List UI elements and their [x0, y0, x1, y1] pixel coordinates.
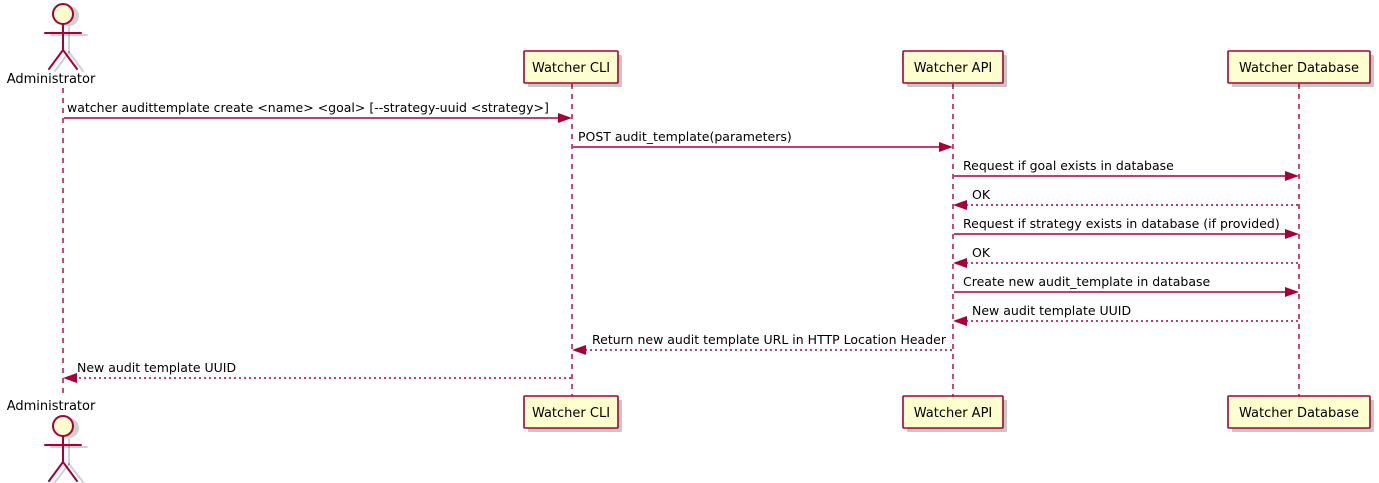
- message-5[interactable]: Request if strategy exists in database (…: [954, 216, 1299, 239]
- message-10[interactable]: New audit template UUID: [63, 360, 571, 383]
- participant-box-watcher-database-top[interactable]: Watcher Database: [1227, 50, 1374, 87]
- arrow-head-left: [953, 316, 967, 326]
- message-1[interactable]: watcher audittemplate create <name> <goa…: [64, 100, 572, 123]
- actor-head-icon: [52, 415, 74, 437]
- participant-box-watcher-database-bottom[interactable]: Watcher Database: [1227, 395, 1374, 432]
- participant-label-watcher-api: Watcher API: [914, 406, 993, 421]
- actor-administrator-bottom[interactable]: Administrator: [7, 399, 96, 483]
- message-7[interactable]: Create new audit_template in database: [954, 274, 1299, 297]
- lifelines-layer: [62, 84, 1300, 398]
- message-8[interactable]: New audit template UUID: [953, 303, 1298, 326]
- participant-label-watcher-api: Watcher API: [914, 61, 993, 76]
- arrow-head-left: [953, 200, 967, 210]
- message-label: New audit template UUID: [77, 360, 236, 375]
- message-label: OK: [972, 245, 991, 260]
- participant-box-watcher-api-bottom[interactable]: Watcher API: [902, 395, 1007, 432]
- message-4[interactable]: OK: [953, 187, 1298, 210]
- message-label: Create new audit_template in database: [963, 274, 1210, 289]
- message-label: POST audit_template(parameters): [578, 129, 792, 144]
- actor-right-leg-icon: [62, 461, 78, 482]
- message-2[interactable]: POST audit_template(parameters): [573, 129, 953, 152]
- actor-administrator-top[interactable]: Administrator: [7, 3, 96, 87]
- arrow-head-right: [939, 142, 953, 152]
- arrow-head-left: [953, 258, 967, 268]
- arrow-head-right: [558, 113, 572, 123]
- message-6[interactable]: OK: [953, 245, 1298, 268]
- message-label: Request if goal exists in database: [963, 158, 1174, 173]
- actor-label-administrator-bottom: Administrator: [7, 399, 96, 414]
- message-label: watcher audittemplate create <name> <goa…: [67, 100, 549, 115]
- message-3[interactable]: Request if goal exists in database: [954, 158, 1299, 181]
- actor-label-administrator-top: Administrator: [7, 72, 96, 87]
- actor-left-leg-icon: [48, 461, 64, 482]
- actor-head-icon: [52, 3, 74, 25]
- participant-label-watcher-database: Watcher Database: [1239, 406, 1359, 421]
- participant-label-watcher-database: Watcher Database: [1239, 61, 1359, 76]
- participant-box-watcher-cli-bottom[interactable]: Watcher CLI: [523, 395, 622, 432]
- message-9[interactable]: Return new audit template URL in HTTP Lo…: [572, 332, 952, 355]
- message-label: Request if strategy exists in database (…: [963, 216, 1280, 231]
- arrow-head-right: [1285, 229, 1299, 239]
- participant-label-watcher-cli: Watcher CLI: [532, 406, 610, 421]
- arrow-head-left: [63, 373, 77, 383]
- participant-box-watcher-cli-top[interactable]: Watcher CLI: [523, 50, 622, 87]
- message-label: New audit template UUID: [972, 303, 1131, 318]
- participant-box-watcher-api-top[interactable]: Watcher API: [902, 50, 1007, 87]
- message-label: OK: [972, 187, 991, 202]
- actor-left-leg-icon: [48, 49, 64, 70]
- arrow-head-left: [572, 345, 586, 355]
- arrow-head-right: [1285, 171, 1299, 181]
- arrow-head-right: [1285, 287, 1299, 297]
- message-label: Return new audit template URL in HTTP Lo…: [592, 332, 947, 347]
- actor-right-leg-icon: [62, 49, 78, 70]
- participant-label-watcher-cli: Watcher CLI: [532, 61, 610, 76]
